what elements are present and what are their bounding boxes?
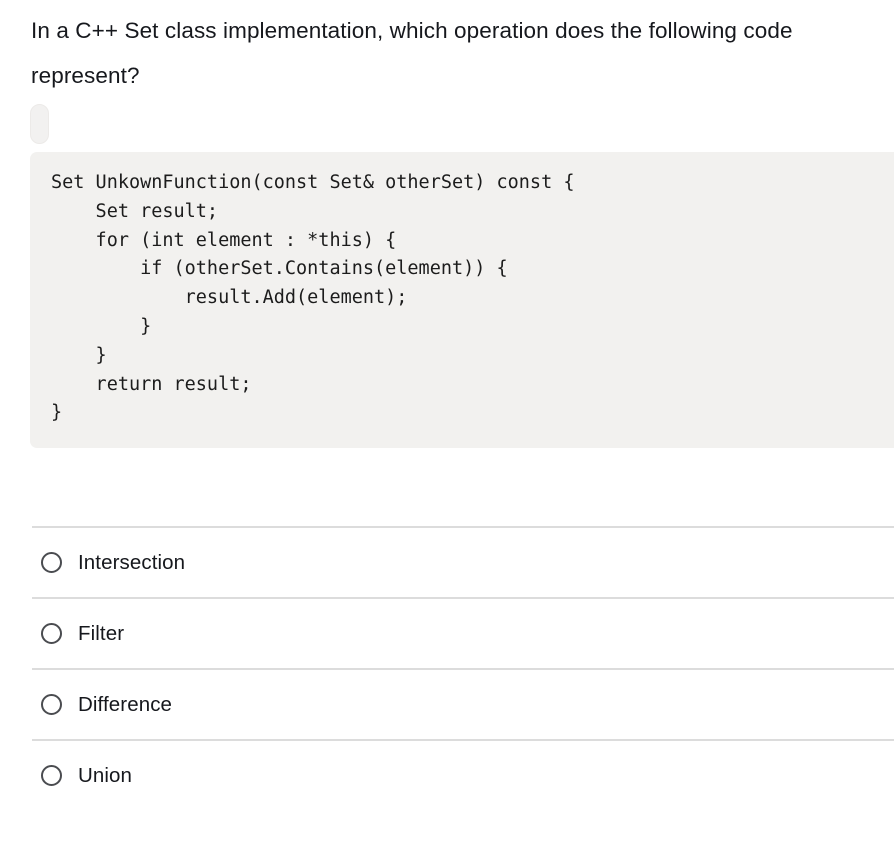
question-container: In a C++ Set class implementation, which…: [0, 0, 894, 98]
answer-option-difference[interactable]: Difference: [32, 668, 894, 739]
radio-button-icon[interactable]: [41, 694, 62, 716]
answer-option-label: Filter: [78, 621, 125, 645]
radio-button-icon[interactable]: [41, 623, 62, 645]
radio-button-icon[interactable]: [41, 552, 62, 574]
answer-option-filter[interactable]: Filter: [32, 597, 894, 668]
answer-option-label: Union: [78, 763, 133, 787]
question-text: In a C++ Set class implementation, which…: [31, 18, 793, 88]
answer-option-label: Intersection: [78, 550, 186, 574]
answer-options-list: Intersection Filter Difference Union: [0, 526, 894, 810]
placeholder-pill-container: [0, 98, 894, 148]
code-snippet-block: Set UnkownFunction(const Set& otherSet) …: [30, 152, 894, 449]
answer-option-intersection[interactable]: Intersection: [32, 526, 894, 597]
answer-option-union[interactable]: Union: [32, 739, 894, 810]
answer-option-label: Difference: [78, 692, 173, 716]
code-snippet-text: Set UnkownFunction(const Set& otherSet) …: [51, 172, 575, 424]
radio-button-icon[interactable]: [41, 765, 62, 787]
loading-pill-icon: [30, 104, 49, 144]
